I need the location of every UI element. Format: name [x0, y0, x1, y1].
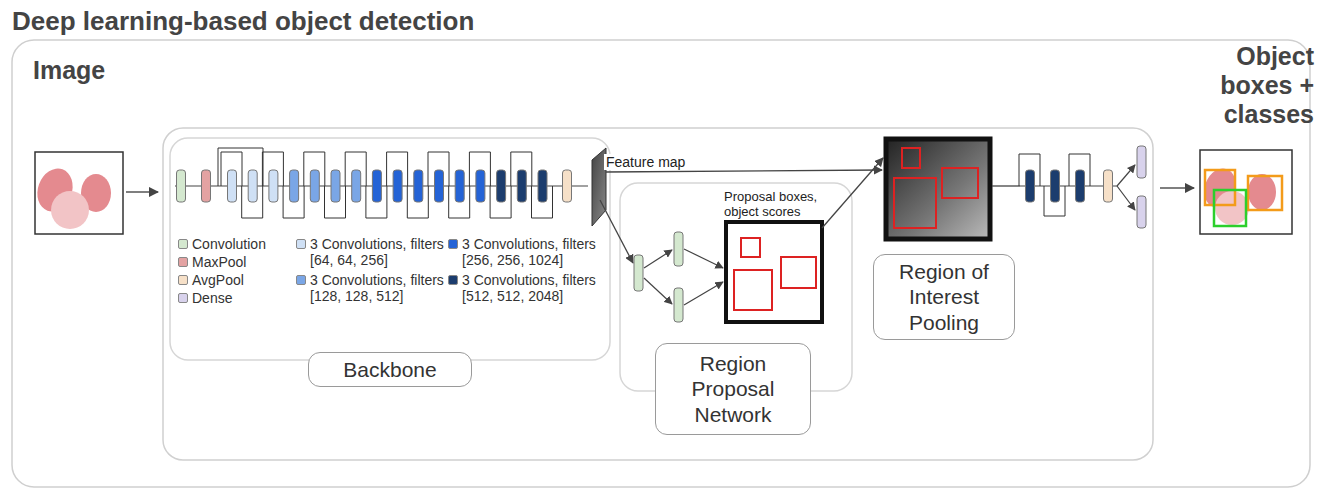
- output-label: Object boxes + classes: [1168, 42, 1314, 128]
- feature-map-label: Feature map: [604, 154, 687, 170]
- box-text: Region of Interest Pooling: [882, 259, 1006, 335]
- legend-swatch: [296, 275, 306, 285]
- roi-pooling-box: Region of Interest Pooling: [873, 254, 1015, 340]
- box-text: Backbone: [343, 357, 436, 382]
- backbone-box: Backbone: [308, 352, 472, 387]
- image-label: Image: [33, 56, 105, 85]
- legend-text: 3 Convolutions, filters [128, 128, 512]: [296, 272, 444, 304]
- legend-entry: 3 Convolutions, filters [512, 512, 2048]: [448, 272, 608, 304]
- legend-swatch: [178, 293, 188, 303]
- legend-text: 3 Convolutions, filters [256, 256, 1024]: [448, 236, 608, 268]
- legend-entry: 3 Convolutions, filters [256, 256, 1024]: [448, 236, 608, 268]
- legend-text: Convolution: [178, 236, 288, 252]
- legend-entry: 3 Convolutions, filters [128, 128, 512]: [296, 272, 444, 304]
- legend-text: MaxPool: [178, 254, 288, 270]
- legend-text: AvgPool: [178, 272, 288, 288]
- proposal-label: Proposal boxes, object scores: [724, 190, 854, 220]
- legend-text: Dense: [178, 290, 288, 306]
- rpn-box: Region Proposal Network: [655, 343, 811, 435]
- legend-text: 3 Convolutions, filters [512, 512, 2048]: [448, 272, 608, 304]
- legend-swatch: [448, 239, 458, 249]
- diagram-title: Deep learning-based object detection: [12, 6, 474, 37]
- box-text: Region Proposal Network: [664, 351, 802, 427]
- legend-swatch: [448, 275, 458, 285]
- legend-entry: Dense: [178, 290, 288, 306]
- legend-swatch: [178, 257, 188, 267]
- legend-swatch: [178, 275, 188, 285]
- legend-entry: AvgPool: [178, 272, 288, 288]
- legend-text: 3 Convolutions, filters [64, 64, 256]: [296, 236, 444, 268]
- legend-entry: Convolution: [178, 236, 288, 252]
- legend-entry: MaxPool: [178, 254, 288, 270]
- legend-swatch: [178, 239, 188, 249]
- legend-entry: 3 Convolutions, filters [64, 64, 256]: [296, 236, 444, 268]
- legend-swatch: [296, 239, 306, 249]
